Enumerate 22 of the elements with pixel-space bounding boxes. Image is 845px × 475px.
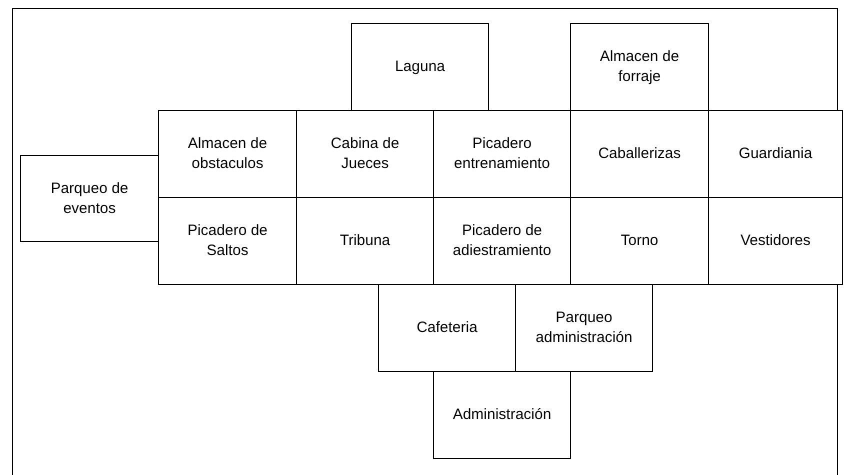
room-label: Caballerizas — [597, 144, 682, 164]
room-box — [351, 23, 489, 111]
room-box — [708, 197, 843, 285]
room-label: Laguna — [394, 57, 446, 77]
room-label: Torno — [620, 231, 660, 251]
room-box — [570, 23, 709, 111]
room-label: Guardiania — [738, 144, 814, 164]
room-label: Cafeteria — [416, 318, 478, 338]
room-label: Parqueo de eventos — [50, 178, 130, 218]
room-label: Picadero entrenamiento — [453, 134, 551, 174]
room-box — [708, 110, 843, 198]
room-label: Picadero de adiestramiento — [452, 221, 552, 261]
room-label: Almacen de forraje — [598, 47, 680, 87]
room-label: Parqueo administración — [534, 308, 634, 348]
room-label: Almacen de obstaculos — [186, 134, 268, 174]
room-label: Picadero de Saltos — [186, 221, 269, 261]
room-box — [433, 371, 571, 459]
room-label: Tribuna — [338, 231, 392, 251]
room-box — [20, 155, 159, 242]
room-label: Vestidores — [739, 231, 812, 251]
room-label: Administración — [452, 405, 552, 425]
room-label: Cabina de Jueces — [330, 134, 400, 174]
